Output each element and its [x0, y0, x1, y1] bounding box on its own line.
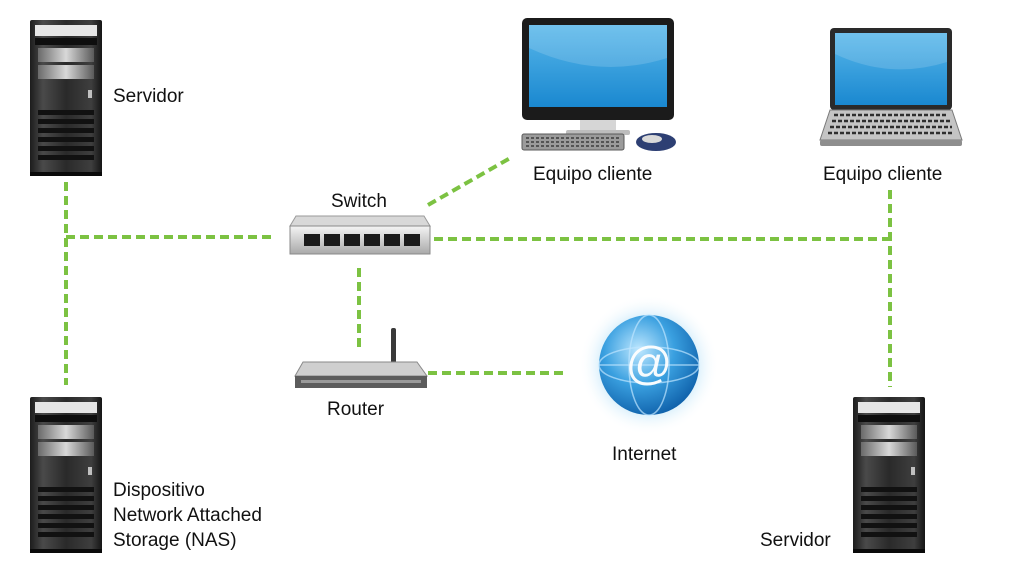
network-switch-icon: [289, 215, 431, 255]
connection-lines: [64, 155, 892, 387]
switch-label: Switch: [331, 191, 387, 212]
link-switch-to-desktop: [427, 155, 513, 207]
server-bottom-right-icon: [853, 397, 925, 553]
router-icon: [294, 328, 428, 388]
laptop-icon: [819, 28, 963, 146]
server-top-left-icon: [30, 20, 102, 176]
laptop-client-label: Equipo cliente: [823, 164, 943, 185]
globe-at-icon: @: [579, 295, 719, 435]
nas-label: Dispositivo Network Attached Storage (NA…: [113, 478, 262, 553]
nas-label-line-3: Storage (NAS): [113, 530, 237, 551]
svg-text:@: @: [626, 337, 673, 389]
router-label: Router: [327, 399, 385, 420]
nas-server-icon: [30, 397, 102, 553]
server-bottom-right-label: Servidor: [760, 530, 831, 551]
server-top-left-label: Servidor: [113, 86, 184, 107]
nas-label-line-1: Dispositivo: [113, 480, 205, 501]
desktop-client-label: Equipo cliente: [533, 164, 653, 185]
desktop-computer-icon: [521, 18, 676, 151]
nas-label-line-2: Network Attached: [113, 505, 262, 526]
internet-label: Internet: [612, 444, 677, 465]
